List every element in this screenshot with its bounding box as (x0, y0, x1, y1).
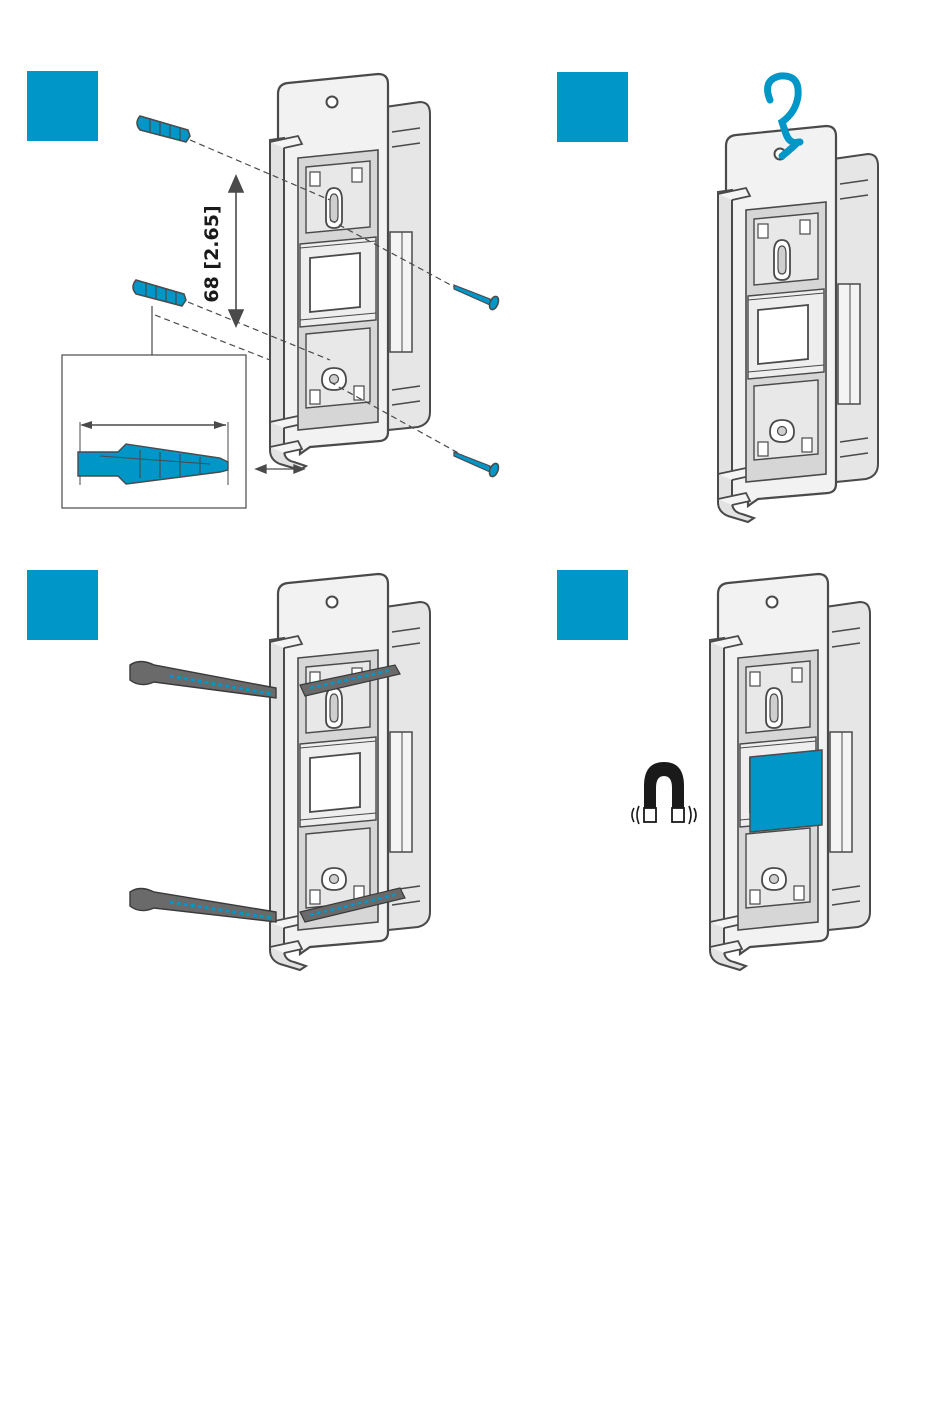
step-4-badge (557, 570, 628, 640)
dimension-label: 68 [2.65] (201, 205, 223, 302)
magnet-icon (632, 762, 696, 824)
wall-plug-icon (137, 116, 190, 142)
magnet-plate (750, 750, 822, 832)
step-2-badge (557, 72, 628, 142)
plug-detail-box (62, 355, 246, 508)
step-1-badge (27, 71, 98, 141)
depth-arrow (256, 465, 304, 473)
step-4-panel (557, 570, 870, 970)
step-3-panel (27, 570, 430, 970)
step-2-panel (557, 72, 878, 522)
step-1-panel: 68 [2.65] (27, 71, 500, 508)
screw-icon (454, 285, 500, 311)
wall-plug-icon (133, 280, 186, 306)
screw-icon (454, 452, 500, 478)
dimension-arrow (229, 176, 243, 326)
bracket-1 (270, 74, 430, 470)
step-3-badge (27, 570, 98, 640)
bracket-2 (718, 126, 878, 522)
